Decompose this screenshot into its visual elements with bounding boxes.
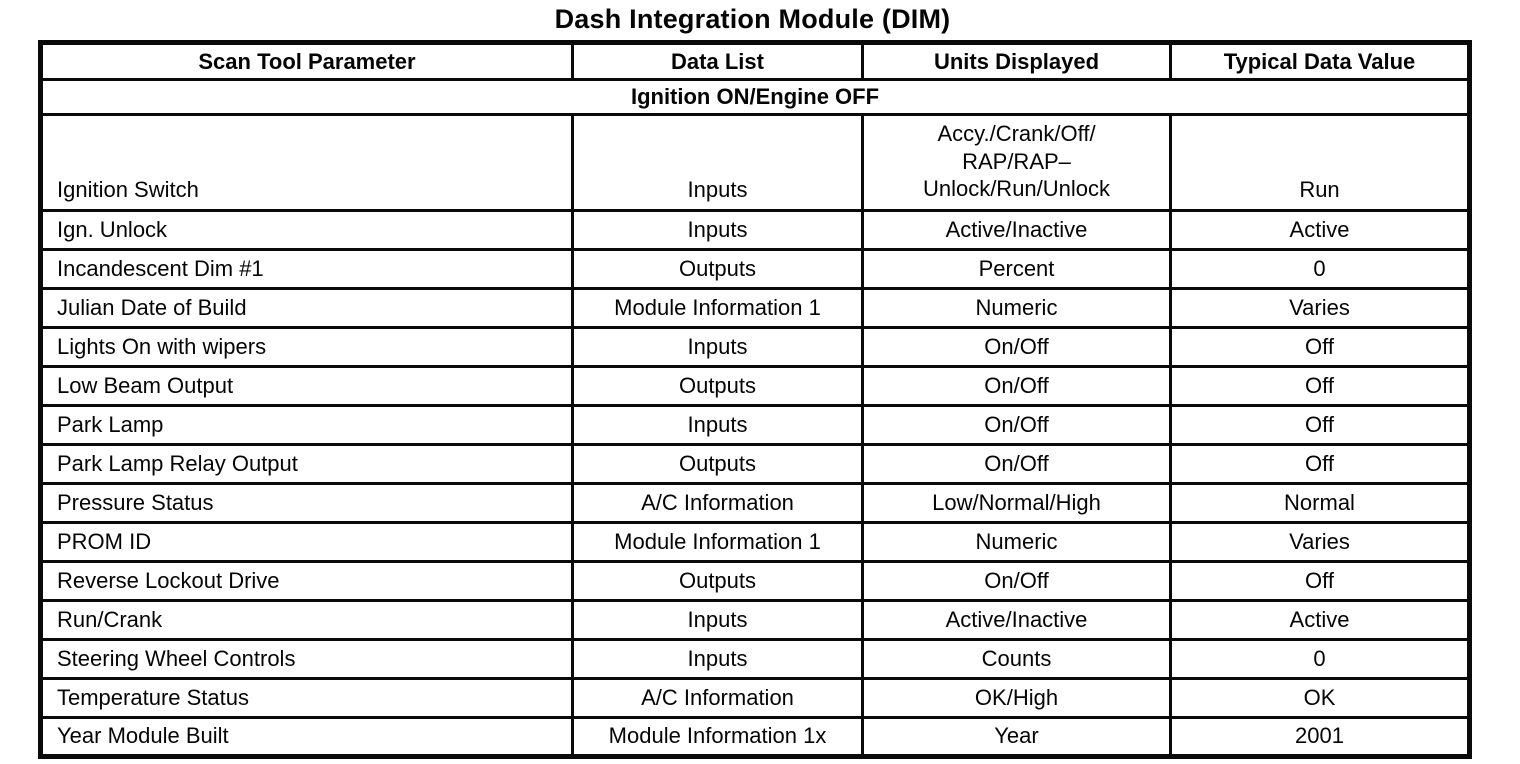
typical-value-cell: Off — [1169, 364, 1471, 407]
param-cell: Run/Crank — [39, 598, 574, 641]
typical-value-cell: Active — [1169, 598, 1471, 641]
data-list-cell: Inputs — [571, 325, 864, 368]
units-cell: Counts — [861, 637, 1172, 680]
units-cell: Numeric — [861, 286, 1172, 329]
typical-value-cell: 0 — [1169, 637, 1471, 680]
table-row: Incandescent Dim #1 Outputs Percent 0 — [39, 247, 1471, 290]
typical-value-cell: Run — [1169, 113, 1471, 212]
param-cell: Park Lamp Relay Output — [39, 442, 574, 485]
data-list-cell: Outputs — [571, 247, 864, 290]
param-cell: Julian Date of Build — [39, 286, 574, 329]
param-cell: Ignition Switch — [39, 113, 574, 212]
data-list-cell: Module Information 1 — [571, 286, 864, 329]
typical-value-cell: Off — [1169, 403, 1471, 446]
typical-value-cell: Off — [1169, 442, 1471, 485]
data-list-cell: Outputs — [571, 559, 864, 602]
param-cell: Steering Wheel Controls — [39, 637, 574, 680]
units-cell: On/Off — [861, 442, 1172, 485]
table-row: Run/Crank Inputs Active/Inactive Active — [39, 598, 1471, 641]
table-row: Julian Date of Build Module Information … — [39, 286, 1471, 329]
table-row: Ignition Switch Inputs Accy./Crank/Off/ … — [39, 113, 1471, 212]
typical-value-cell: Varies — [1169, 286, 1471, 329]
table-header-row: Scan Tool Parameter Data List Units Disp… — [39, 41, 1471, 81]
table-row: Lights On with wipers Inputs On/Off Off — [39, 325, 1471, 368]
data-list-cell: A/C Information — [571, 481, 864, 524]
param-cell: Park Lamp — [39, 403, 574, 446]
table-row: Park Lamp Relay Output Outputs On/Off Of… — [39, 442, 1471, 485]
typical-value-cell: 2001 — [1169, 715, 1471, 758]
param-cell: Pressure Status — [39, 481, 574, 524]
typical-value-cell: OK — [1169, 676, 1471, 719]
section-header-row: Ignition ON/Engine OFF — [39, 78, 1471, 116]
units-cell: Accy./Crank/Off/ RAP/RAP– Unlock/Run/Unl… — [861, 113, 1172, 212]
units-cell: Active/Inactive — [861, 208, 1172, 251]
table-row: Low Beam Output Outputs On/Off Off — [39, 364, 1471, 407]
page-title: Dash Integration Module (DIM) — [554, 4, 951, 34]
param-cell: Low Beam Output — [39, 364, 574, 407]
column-header-data-list: Data List — [571, 41, 864, 81]
units-cell: On/Off — [861, 403, 1172, 446]
units-cell: Year — [861, 715, 1172, 758]
scan-tool-data-table: Scan Tool Parameter Data List Units Disp… — [38, 40, 1472, 759]
units-cell: On/Off — [861, 325, 1172, 368]
table-row: Reverse Lockout Drive Outputs On/Off Off — [39, 559, 1471, 602]
data-list-cell: Inputs — [571, 637, 864, 680]
data-list-cell: Module Information 1 — [571, 520, 864, 563]
units-cell: Numeric — [861, 520, 1172, 563]
data-list-cell: Inputs — [571, 208, 864, 251]
units-cell: Active/Inactive — [861, 598, 1172, 641]
table-row: Temperature Status A/C Information OK/Hi… — [39, 676, 1471, 719]
typical-value-cell: Normal — [1169, 481, 1471, 524]
param-cell: Temperature Status — [39, 676, 574, 719]
table-row: Year Module Built Module Information 1x … — [39, 715, 1471, 758]
units-cell: On/Off — [861, 364, 1172, 407]
data-list-cell: Inputs — [571, 403, 864, 446]
table-row: PROM ID Module Information 1 Numeric Var… — [39, 520, 1471, 563]
section-header-label: Ignition ON/Engine OFF — [39, 78, 1471, 116]
data-list-cell: Outputs — [571, 364, 864, 407]
param-cell: PROM ID — [39, 520, 574, 563]
data-list-cell: Module Information 1x — [571, 715, 864, 758]
units-cell: On/Off — [861, 559, 1172, 602]
data-list-cell: Inputs — [571, 598, 864, 641]
table-row: Pressure Status A/C Information Low/Norm… — [39, 481, 1471, 524]
table-row: Steering Wheel Controls Inputs Counts 0 — [39, 637, 1471, 680]
table-row: Park Lamp Inputs On/Off Off — [39, 403, 1471, 446]
data-list-cell: A/C Information — [571, 676, 864, 719]
units-cell: Percent — [861, 247, 1172, 290]
param-cell: Ign. Unlock — [39, 208, 574, 251]
units-cell: Low/Normal/High — [861, 481, 1172, 524]
typical-value-cell: Off — [1169, 559, 1471, 602]
data-list-cell: Outputs — [571, 442, 864, 485]
param-cell: Reverse Lockout Drive — [39, 559, 574, 602]
param-cell: Incandescent Dim #1 — [39, 247, 574, 290]
param-cell: Lights On with wipers — [39, 325, 574, 368]
column-header-typical-data-value: Typical Data Value — [1169, 41, 1471, 81]
typical-value-cell: 0 — [1169, 247, 1471, 290]
column-header-units-displayed: Units Displayed — [861, 41, 1172, 81]
table-row: Ign. Unlock Inputs Active/Inactive Activ… — [39, 208, 1471, 251]
column-header-scan-tool-parameter: Scan Tool Parameter — [39, 41, 574, 81]
data-list-cell: Inputs — [571, 113, 864, 212]
typical-value-cell: Off — [1169, 325, 1471, 368]
units-cell: OK/High — [861, 676, 1172, 719]
typical-value-cell: Varies — [1169, 520, 1471, 563]
param-cell: Year Module Built — [39, 715, 574, 758]
typical-value-cell: Active — [1169, 208, 1471, 251]
